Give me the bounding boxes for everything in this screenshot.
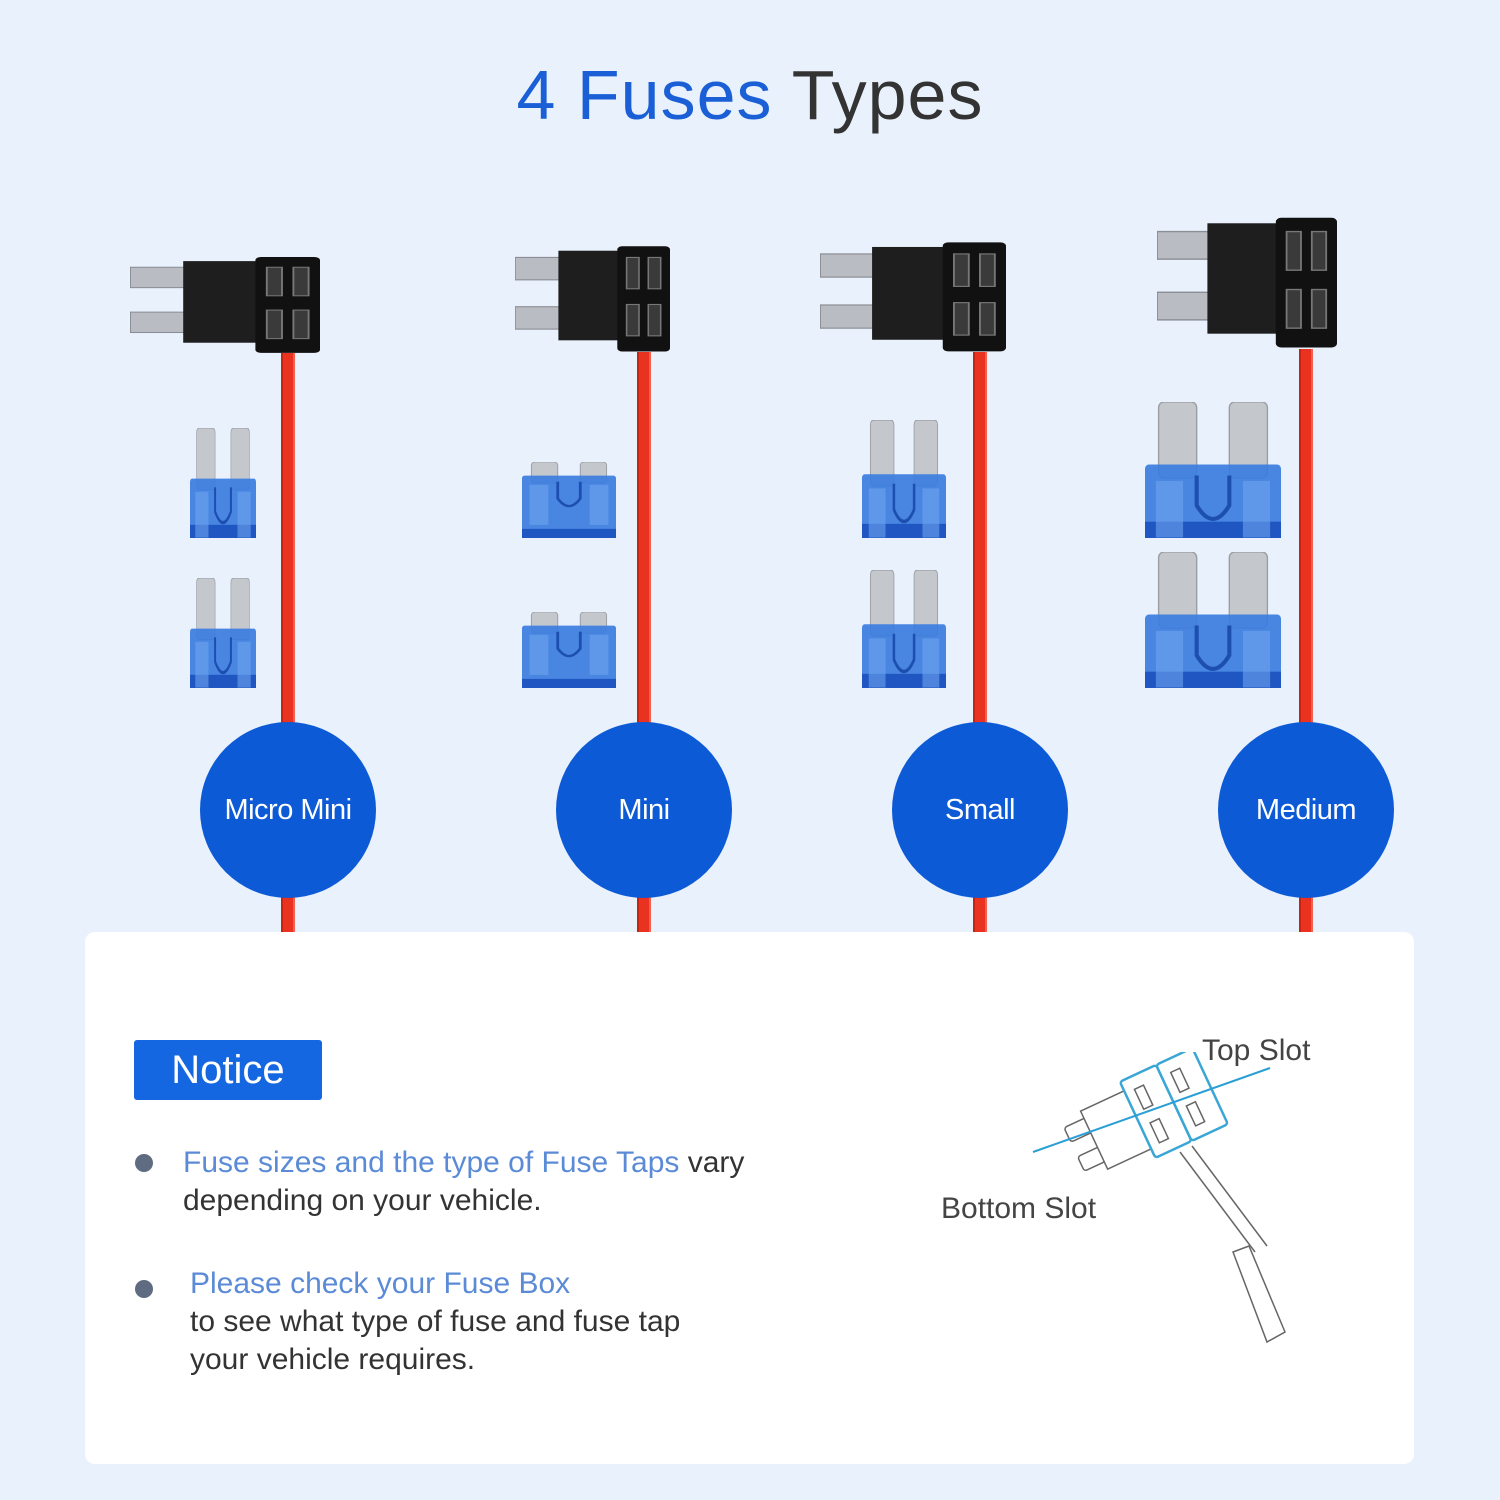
bullet-highlight: Fuse sizes and the type of Fuse Taps	[183, 1146, 680, 1179]
fuse-tap-connector-image	[1156, 215, 1337, 358]
blade-fuse-image	[190, 427, 256, 543]
notice-bullet-1: Fuse sizes and the type of Fuse Taps var…	[183, 1144, 744, 1220]
blade-fuse-image	[1145, 551, 1281, 693]
notice-bullet-2: Please check your Fuse Box to see what t…	[190, 1265, 680, 1379]
page-title: 4 Fuses Types	[0, 55, 1500, 135]
bullet-text: your vehicle requires.	[190, 1343, 476, 1376]
fuse-tap-connector-image	[514, 244, 670, 361]
fuse-type-label-circle: Medium	[1218, 722, 1394, 898]
bullet-dot	[135, 1280, 153, 1298]
fuse-tap-connector-image	[819, 240, 1006, 361]
title-rest: Types	[791, 56, 984, 134]
fuse-tap-diagram	[1032, 1052, 1286, 1344]
title-highlight: 4 Fuses	[516, 56, 773, 134]
bottom-slot-label: Bottom Slot	[941, 1192, 1097, 1225]
top-slot-label: Top Slot	[1202, 1034, 1311, 1067]
blade-fuse-image	[522, 461, 616, 543]
bullet-text: vary	[679, 1146, 745, 1179]
fuse-type-label: Micro Mini	[224, 793, 352, 826]
bullet-text: depending on your vehicle.	[183, 1184, 542, 1217]
fuse-type-label: Small	[944, 793, 1016, 826]
blade-fuse-image	[522, 611, 616, 693]
notice-card: Notice Fuse sizes and the type of Fuse T…	[85, 932, 1414, 1464]
bullet-highlight: Please check your Fuse Box	[190, 1267, 571, 1300]
notice-badge: Notice	[134, 1040, 322, 1100]
blade-fuse-image	[1145, 401, 1281, 543]
fuse-type-label-circle: Micro Mini	[200, 722, 376, 898]
bullet-text: to see what type of fuse and fuse tap	[190, 1305, 681, 1338]
fuse-type-label: Mini	[618, 793, 670, 826]
fuse-type-label-circle: Mini	[556, 722, 732, 898]
blade-fuse-image	[190, 577, 256, 693]
fuse-tap-connector-image	[129, 255, 320, 362]
blade-fuse-image	[862, 419, 946, 543]
fuse-type-label-circle: Small	[892, 722, 1068, 898]
bullet-dot	[135, 1154, 153, 1172]
blade-fuse-image	[862, 569, 946, 693]
fuse-type-label: Medium	[1255, 793, 1357, 826]
